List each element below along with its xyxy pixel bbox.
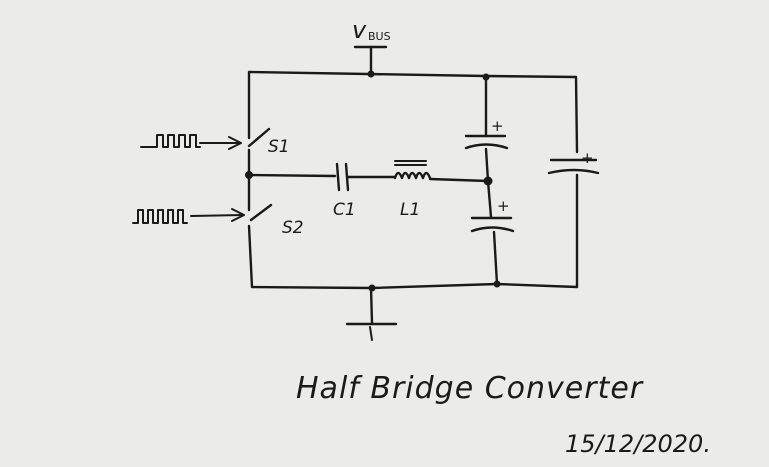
output-capacitor bbox=[547, 158, 600, 289]
resonant-branch bbox=[247, 160, 490, 192]
diagram-title: Half Bridge Converter bbox=[296, 371, 644, 406]
gate-signal-s1 bbox=[140, 134, 242, 150]
lower-split-capacitor bbox=[470, 179, 515, 286]
vbus-terminal bbox=[353, 45, 388, 76]
output-capacitor-plus: + bbox=[581, 149, 594, 167]
upper-split-capacitor bbox=[464, 74, 509, 183]
vbus-label-v: v bbox=[352, 16, 367, 44]
junction-top-right bbox=[482, 73, 490, 81]
switch-s2 bbox=[247, 173, 273, 222]
vbus-label-sub: BUS bbox=[368, 30, 391, 43]
switch-s1-label: S1 bbox=[268, 137, 290, 157]
switch-s1 bbox=[247, 127, 271, 177]
inductor-l1-label: L1 bbox=[400, 200, 420, 220]
junction-midpoint-right bbox=[483, 176, 493, 186]
junction-midpoint-left bbox=[245, 171, 253, 179]
capacitor-c1-label: C1 bbox=[333, 200, 356, 220]
ground-symbol bbox=[345, 286, 398, 341]
junction-bottom-right bbox=[493, 280, 501, 288]
diagram-date: 15/12/2020. bbox=[565, 430, 711, 458]
switch-s2-label: S2 bbox=[282, 218, 304, 238]
gate-signal-s2 bbox=[132, 208, 245, 224]
junction-top-vbus bbox=[367, 70, 375, 78]
junction-bottom-ground bbox=[368, 284, 376, 292]
upper-capacitor-plus: + bbox=[491, 117, 504, 135]
lower-capacitor-plus: + bbox=[497, 197, 510, 215]
